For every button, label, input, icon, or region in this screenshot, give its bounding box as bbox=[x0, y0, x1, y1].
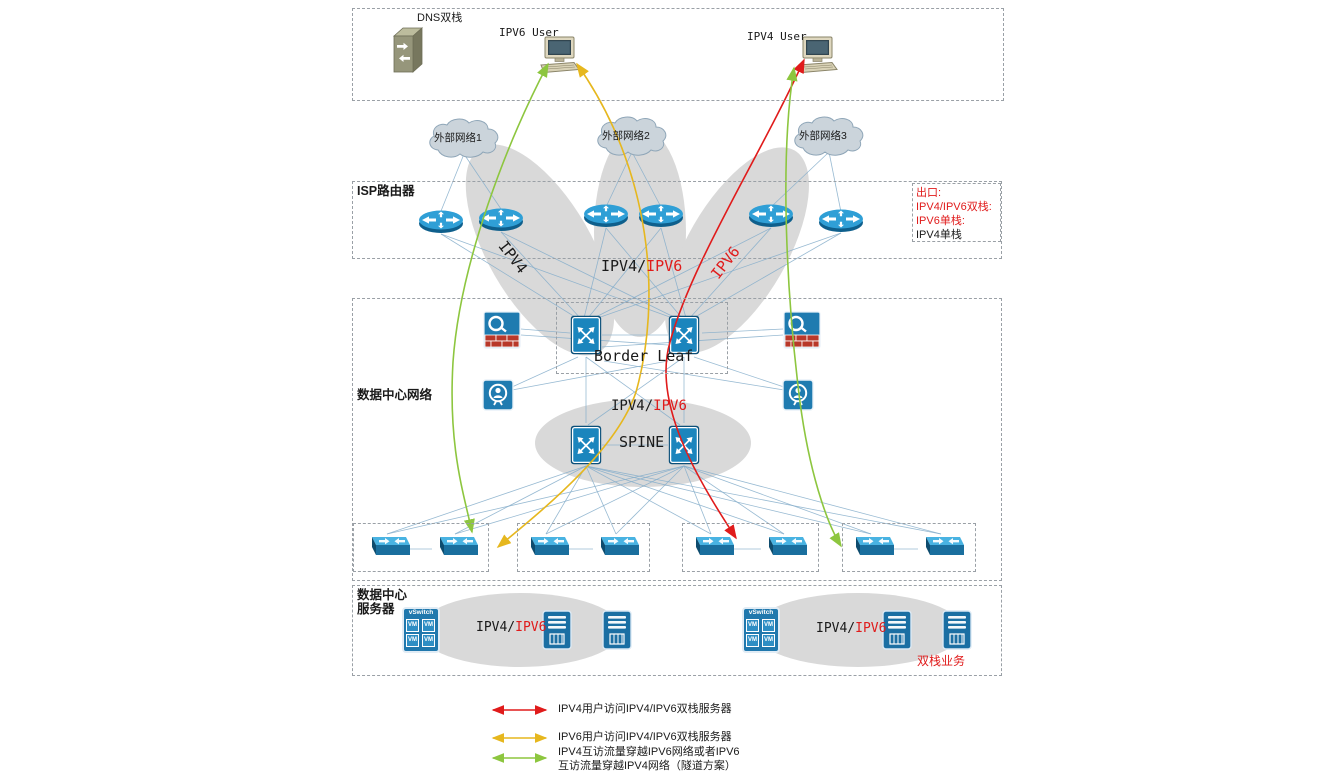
server-icon-2 bbox=[602, 610, 632, 650]
vm-cell: VM bbox=[422, 618, 435, 632]
vm-grid: VM VM VM VM bbox=[406, 618, 436, 647]
isp-section-title: ISP路由器 bbox=[357, 184, 415, 198]
vswitch-label: vSwitch bbox=[748, 609, 774, 616]
server-section-title-line-1: 数据中心 bbox=[357, 588, 408, 602]
traffic-flow-arrows bbox=[451, 58, 842, 549]
vm-grid: VM VM VM VM bbox=[746, 618, 776, 647]
vm-cell: VM bbox=[762, 633, 775, 647]
leaf-switch-icon-2 bbox=[440, 537, 478, 555]
firewall-icon-left bbox=[483, 311, 521, 349]
dns-server-icon bbox=[393, 27, 423, 73]
exit-note-line-1: 出口: bbox=[916, 187, 942, 199]
vm-cell: VM bbox=[746, 633, 759, 647]
red-ipv4-user-flow bbox=[665, 58, 805, 540]
cloud-label-2: 外部网络2 bbox=[602, 130, 650, 142]
vm-cell: VM bbox=[406, 618, 419, 632]
server-dualstack-label-right: IPV4/IPV6 bbox=[816, 621, 887, 636]
exit-note: 出口: IPV4/IPV6双栈: IPV6单栈: IPV4单栈 bbox=[916, 186, 992, 242]
server-section-title: 数据中心 服务器 bbox=[357, 588, 407, 617]
leaf-switch-icon-7 bbox=[856, 537, 894, 555]
ipv6-user-label: IPV6 User bbox=[499, 26, 559, 39]
vm-cell: VM bbox=[746, 618, 759, 632]
vswitch-label: vSwitch bbox=[408, 609, 434, 616]
zone-dualstack-blob bbox=[594, 127, 686, 337]
legend-green-label-line-1: IPV4互访流量穿越IPV6网络或者IPV6 bbox=[558, 746, 740, 758]
datacenter-section-title: 数据中心网络 bbox=[357, 388, 433, 402]
spine-switch-icon-1 bbox=[570, 425, 602, 465]
leaf-switch-icon-8 bbox=[926, 537, 964, 555]
leaf-switch-icon-3 bbox=[531, 537, 569, 555]
firewall-icon-right bbox=[783, 311, 821, 349]
vm-cell: VM bbox=[762, 618, 775, 632]
server-icon-4 bbox=[942, 610, 972, 650]
green-tunnel-flow-right bbox=[785, 66, 842, 548]
leaf-switch-icon-1 bbox=[372, 537, 410, 555]
vswitch-icon-right: vSwitch VM VM VM VM bbox=[742, 607, 780, 653]
cloud-label-3: 外部网络3 bbox=[799, 130, 847, 142]
cloud-label-1: 外部网络1 bbox=[434, 132, 482, 144]
server-icon-1 bbox=[542, 610, 572, 650]
legend-yellow-label: IPV6用户访问IPV4/IPV6双栈服务器 bbox=[558, 731, 732, 743]
isp-router-icon-3 bbox=[584, 204, 628, 227]
leaf-switch-icon-5 bbox=[696, 537, 734, 555]
ipv4-user-label: IPV4 User bbox=[747, 30, 807, 43]
legend-red-label: IPV4用户访问IPV4/IPV6双栈服务器 bbox=[558, 703, 732, 715]
dns-label: DNS双栈 bbox=[417, 12, 463, 24]
leaf-switch-icon-6 bbox=[769, 537, 807, 555]
zone-dualstack-label: IPV4/IPV6 bbox=[601, 257, 683, 275]
border-leaf-label: Border Leaf bbox=[594, 347, 694, 365]
legend-green-label-line-2: 互访流量穿越IPV4网络（隧道方案） bbox=[558, 759, 736, 772]
load-balancer-icon-left bbox=[482, 379, 514, 411]
vm-cell: VM bbox=[406, 633, 419, 647]
exit-note-line-4: IPV4单栈 bbox=[916, 229, 962, 241]
isp-router-icon-4 bbox=[639, 204, 683, 227]
spine-dualstack-label: IPV4/IPV6 bbox=[611, 398, 687, 414]
legend-green-label: IPV4互访流量穿越IPV6网络或者IPV6 互访流量穿越IPV4网络（隧道方案… bbox=[558, 746, 740, 773]
legend-arrows bbox=[491, 705, 548, 763]
dual-business-label: 双栈业务 bbox=[917, 654, 966, 668]
server-section-title-line-2: 服务器 bbox=[357, 602, 395, 617]
yellow-ipv6-user-flow bbox=[496, 62, 650, 549]
server-icon-3 bbox=[882, 610, 912, 650]
vswitch-icon-left: vSwitch VM VM VM VM bbox=[402, 607, 440, 653]
isp-router-icon-6 bbox=[819, 209, 863, 232]
isp-router-icon-1 bbox=[419, 210, 463, 233]
exit-note-line-3: IPV6单栈: bbox=[916, 215, 965, 227]
server-dualstack-label-left: IPV4/IPV6 bbox=[476, 620, 547, 635]
exit-note-line-2: IPV4/IPV6双栈: bbox=[916, 201, 992, 213]
vm-cell: VM bbox=[422, 633, 435, 647]
leaf-switch-icon-4 bbox=[601, 537, 639, 555]
spine-label: SPINE bbox=[619, 433, 665, 451]
